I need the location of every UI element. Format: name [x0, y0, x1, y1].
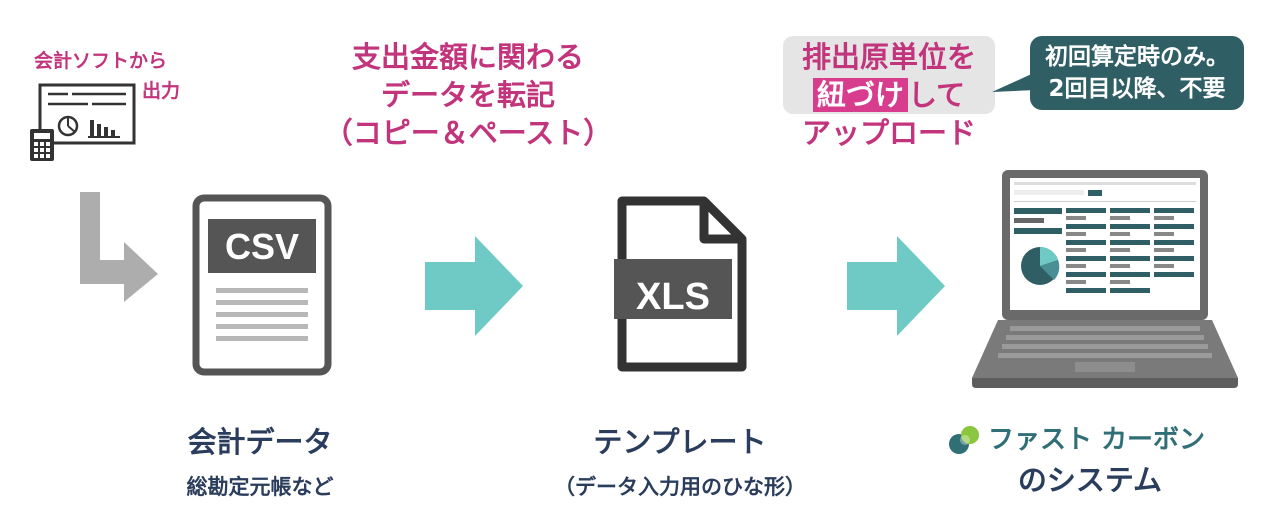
csv-file-icon: [192, 194, 332, 376]
speech-bubble-line1: 初回算定時のみ。: [1045, 44, 1229, 70]
upload-note: 排出原単位を 紐づけして アップロード: [773, 38, 1005, 152]
upload-note-line2-rest: して: [907, 78, 966, 112]
laptop-icon: [972, 170, 1238, 388]
calculator-icon: [30, 129, 54, 161]
arrow-right-icon-2: [847, 236, 945, 336]
down-right-arrow-icon: [80, 192, 158, 302]
csv-subtitle: 総勘定元帳など: [186, 475, 334, 499]
xls-subtitle: （データ入力用のひな形）: [554, 475, 806, 499]
upload-note-highlight: 紐づけ: [812, 78, 908, 112]
source-label-line1: 会計ソフトから: [34, 50, 168, 72]
brand-logo-icon: [949, 426, 979, 454]
speech-bubble-line2: 2回目以降、不要: [1048, 76, 1226, 102]
upload-note-line1: 排出原単位を: [801, 40, 976, 74]
speech-bubble-tail: [992, 72, 1036, 92]
xls-title: テンプレート: [593, 425, 767, 459]
source-label: 会計ソフトから 出力: [34, 46, 180, 106]
ledger-monitor-icon: [38, 83, 136, 145]
speech-bubble: 初回算定時のみ。 2回目以降、不要: [1030, 36, 1244, 110]
upload-note-line2: 紐づけして: [773, 76, 1005, 114]
csv-badge-label: CSV: [224, 226, 300, 267]
copy-paste-note-line3: （コピー＆ペースト）: [323, 116, 613, 150]
xls-badge-label: XLS: [636, 276, 710, 318]
upload-note-line3: アップロード: [801, 116, 976, 150]
arrow-right-icon-1: [425, 236, 523, 336]
system-subtitle: のシステム: [1017, 463, 1163, 497]
copy-paste-note-line2: データを転記: [380, 78, 555, 112]
copy-paste-note: 支出金額に関わる データを転記 （コピー＆ペースト）: [318, 38, 618, 152]
brand-name: ファスト カーボン: [988, 425, 1206, 455]
copy-paste-note-line1: 支出金額に関わる: [351, 40, 584, 74]
csv-title: 会計データ: [187, 425, 333, 459]
xls-file-icon: [614, 196, 747, 372]
source-label-line2: 出力: [142, 80, 181, 102]
